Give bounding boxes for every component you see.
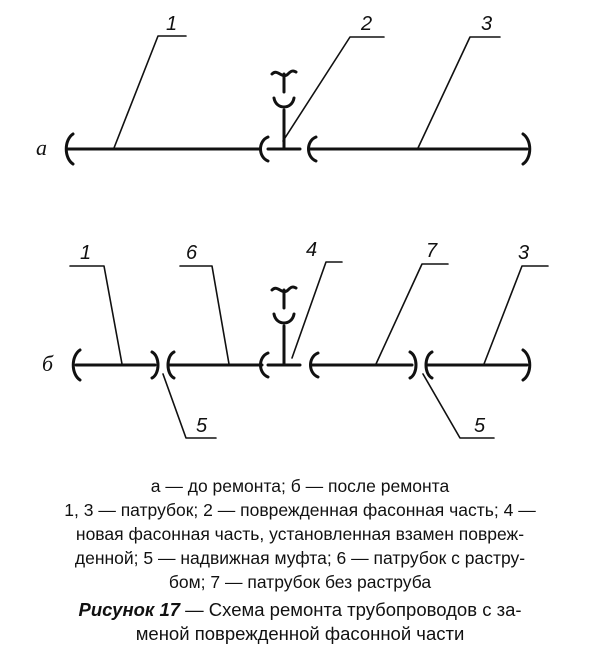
callout-1-b: 1 [80,242,91,264]
row-b-pipeline [71,285,532,382]
callout-5-right: 5 [474,415,486,437]
coupling-5-left-a [150,350,160,380]
pipe-break-left-a [64,132,75,166]
row-a-label: а [36,135,47,160]
row-b-label: б [42,351,54,376]
callout-6: 6 [186,242,198,264]
fitting-4-branch-break [270,285,298,294]
figure-title-line-1: — Схема ремонта трубопроводов с за- [180,599,522,620]
row-a-pipeline [64,69,532,166]
pipe-6-socket [259,351,270,379]
callout-2-a: 2 [360,13,372,35]
figure-legend: а — до ремонта; б — после ремонта 1, 3 —… [10,474,590,594]
fitting-2-branch-socket [272,96,296,109]
legend-line-5: бом; 7 — патрубок без раструба [168,572,432,592]
figure-caption: Рисунок 17 — Схема ремонта трубопроводов… [10,598,590,646]
row-a-leaders [113,35,501,149]
legend-line-3: новая фасонная часть, установленная взам… [75,524,525,544]
coupling-5-right-b [424,350,434,380]
pipeline-repair-diagram: а б 1 2 3 1 6 4 7 3 5 5 [36,13,549,439]
callout-1-a: 1 [166,13,177,35]
fitting-2-branch-break [270,69,298,78]
row-b-leaders [69,261,549,439]
fitting-4-branch-socket [272,312,296,325]
legend-line-4: денной; 5 — надвижная муфта; 6 — патрубо… [74,548,526,568]
figure-number: Рисунок 17 [78,599,181,620]
coupling-5-left-b [166,350,176,380]
pipe-break-right-a [521,132,532,166]
callout-3-a: 3 [481,13,492,35]
callout-7: 7 [426,240,438,262]
coupling-5-right-a [408,350,418,380]
figure-title-line-2: меной поврежденной фасонной части [135,623,465,644]
legend-line-1: а — до ремонта; б — после ремонта [150,476,450,496]
socket-left-a [259,135,270,163]
legend-line-2: 1, 3 — патрубок; 2 — поврежденная фасонн… [64,500,536,520]
callout-5-left: 5 [196,415,208,437]
pipe-break-right-b [521,348,532,382]
pipe-break-left-b [71,348,82,382]
callout-3-b: 3 [518,242,529,264]
callout-4: 4 [306,239,317,261]
